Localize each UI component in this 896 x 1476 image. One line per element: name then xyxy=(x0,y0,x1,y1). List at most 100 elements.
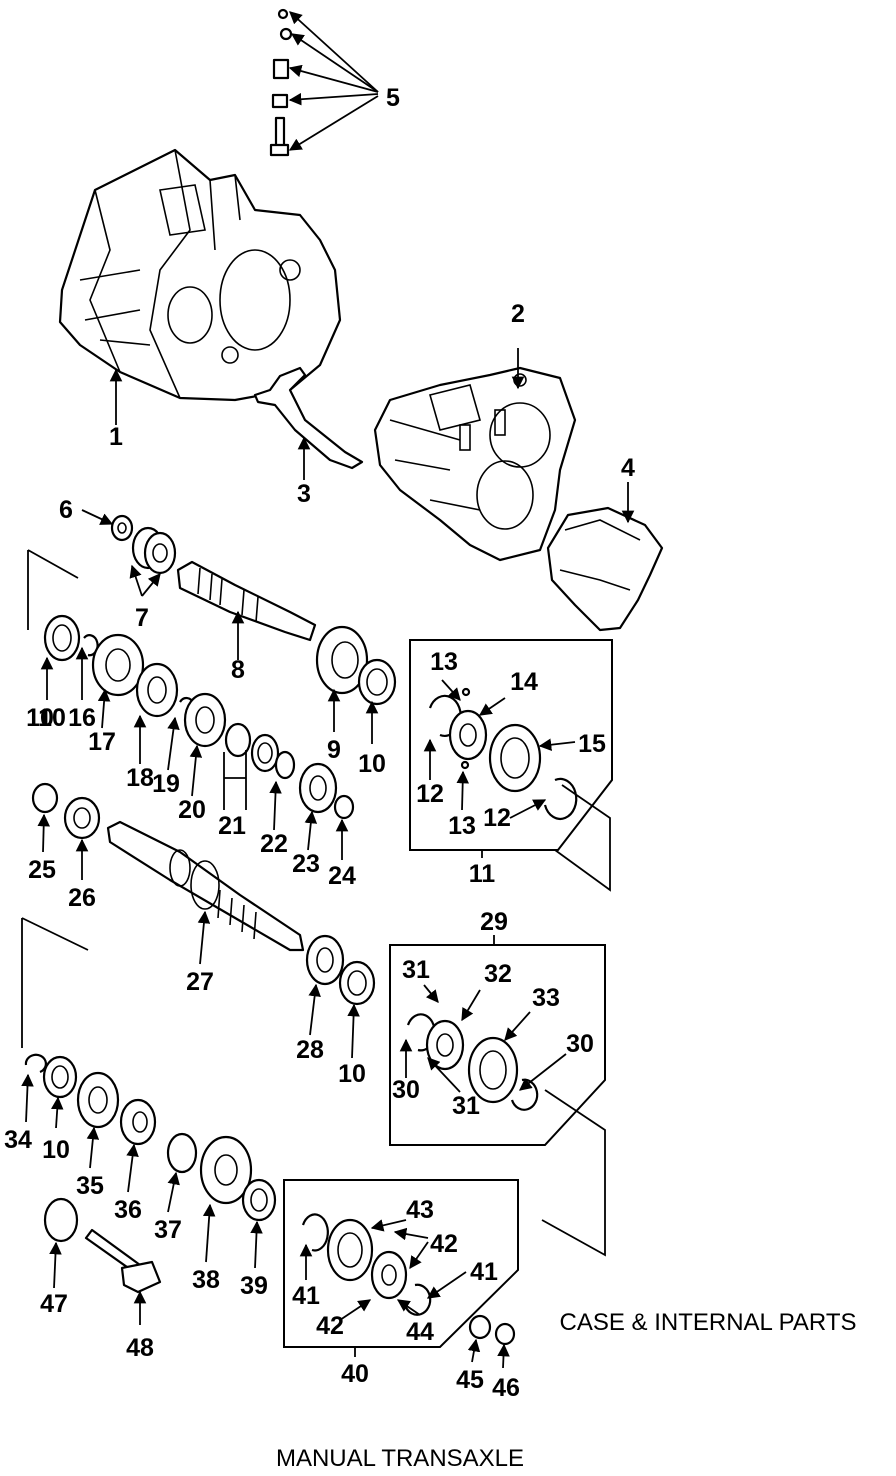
callout-13b: 13 xyxy=(448,812,476,840)
synchro-hub-44 xyxy=(370,1250,408,1300)
ring-22 xyxy=(250,733,280,773)
input-shaft xyxy=(176,560,317,642)
callout-3: 3 xyxy=(297,480,311,508)
synchro-sleeve-43 xyxy=(326,1218,374,1282)
nut-46 xyxy=(494,1322,516,1346)
callout-41a: 41 xyxy=(292,1282,320,1310)
callout-46: 46 xyxy=(492,1374,520,1402)
leader-lines xyxy=(21,11,635,1369)
callout-43: 43 xyxy=(406,1196,434,1224)
callout-10e: 10 xyxy=(26,704,54,732)
end-cover xyxy=(546,506,664,632)
callout-9: 9 xyxy=(327,736,341,764)
gear-23 xyxy=(298,762,338,814)
callout-5: 5 xyxy=(386,84,400,112)
callout-39: 39 xyxy=(240,1272,268,1300)
washer-22b xyxy=(274,750,296,780)
callout-10c: 10 xyxy=(338,1060,366,1088)
callout-25: 25 xyxy=(28,856,56,884)
callout-1: 1 xyxy=(109,423,123,451)
callout-17: 17 xyxy=(88,728,116,756)
synchro-hub-32 xyxy=(425,1019,465,1071)
callout-26: 26 xyxy=(68,884,96,912)
callout-14: 14 xyxy=(510,668,538,696)
callout-20: 20 xyxy=(178,796,206,824)
callout-42a: 42 xyxy=(430,1230,458,1258)
gear-47 xyxy=(43,1197,79,1243)
assembly-box-11 xyxy=(409,639,613,851)
callout-37: 37 xyxy=(154,1216,182,1244)
bearing-39 xyxy=(241,1178,277,1222)
clutch-housing xyxy=(373,366,577,562)
callout-7: 7 xyxy=(135,604,149,632)
shaft-48 xyxy=(84,1228,162,1294)
callout-35: 35 xyxy=(76,1172,104,1200)
callout-36: 36 xyxy=(114,1196,142,1224)
callout-2: 2 xyxy=(511,300,525,328)
input-shaft-seal xyxy=(110,514,134,542)
callout-29: 29 xyxy=(480,908,508,936)
gear-38 xyxy=(199,1135,253,1205)
callout-12b: 12 xyxy=(483,804,511,832)
bearing-10-left xyxy=(43,614,81,662)
snap-ring-34 xyxy=(24,1053,47,1074)
callout-47: 47 xyxy=(40,1290,68,1318)
bearing-10-upper xyxy=(357,658,397,706)
diagram-subtitle: CASE & INTERNAL PARTS xyxy=(560,1309,857,1336)
callout-33: 33 xyxy=(532,984,560,1012)
synchro-hub-14 xyxy=(448,709,488,761)
callout-10d: 10 xyxy=(42,1136,70,1164)
callout-16: 16 xyxy=(68,704,96,732)
callout-31a: 31 xyxy=(402,956,430,984)
synchro-21 xyxy=(224,722,252,758)
callout-8: 8 xyxy=(231,656,245,684)
gear-20 xyxy=(183,692,227,748)
callout-6: 6 xyxy=(59,496,73,524)
assembly-box-29 xyxy=(389,944,606,1146)
bearing-10-lower xyxy=(42,1055,78,1099)
callout-38: 38 xyxy=(192,1266,220,1294)
fastener-set xyxy=(269,8,293,157)
callout-19: 19 xyxy=(152,770,180,798)
gear-37 xyxy=(166,1132,198,1174)
callout-24: 24 xyxy=(328,862,356,890)
callout-22: 22 xyxy=(260,830,288,858)
nut-24 xyxy=(333,794,355,820)
diagram-title: MANUAL TRANSAXLE xyxy=(276,1445,524,1472)
callout-27: 27 xyxy=(186,968,214,996)
callout-4: 4 xyxy=(621,454,635,482)
bearing-10-middle xyxy=(338,960,376,1006)
transaxle-case xyxy=(58,148,342,402)
callout-23: 23 xyxy=(292,850,320,878)
callout-21: 21 xyxy=(218,812,246,840)
callout-42b: 42 xyxy=(316,1312,344,1340)
callout-12a: 12 xyxy=(416,780,444,808)
washer-45 xyxy=(468,1314,492,1340)
callout-48: 48 xyxy=(126,1334,154,1362)
callout-10a: 10 xyxy=(358,750,386,778)
gear-18 xyxy=(135,662,179,718)
callout-10b: 10 xyxy=(38,704,66,732)
callout-30b: 30 xyxy=(566,1030,594,1058)
callout-44: 44 xyxy=(406,1318,434,1346)
callout-34: 34 xyxy=(4,1126,32,1154)
assembly-box-40 xyxy=(283,1179,519,1348)
callout-13a: 13 xyxy=(430,648,458,676)
gear-35 xyxy=(76,1071,120,1129)
bearing-25 xyxy=(31,782,59,814)
callout-32: 32 xyxy=(484,960,512,988)
output-shaft xyxy=(106,820,305,952)
callout-30a: 30 xyxy=(392,1076,420,1104)
callout-28: 28 xyxy=(296,1036,324,1064)
gear-17 xyxy=(91,633,145,697)
synchro-sleeve-33 xyxy=(467,1036,519,1104)
gear-36 xyxy=(119,1098,157,1146)
needle-bearing-pair xyxy=(131,526,177,575)
callout-11: 11 xyxy=(469,860,496,888)
callout-40: 40 xyxy=(341,1360,369,1388)
bearing-26 xyxy=(63,796,101,840)
callout-18: 18 xyxy=(126,764,154,792)
synchro-sleeve-15 xyxy=(488,723,542,793)
callout-45: 45 xyxy=(456,1366,484,1394)
